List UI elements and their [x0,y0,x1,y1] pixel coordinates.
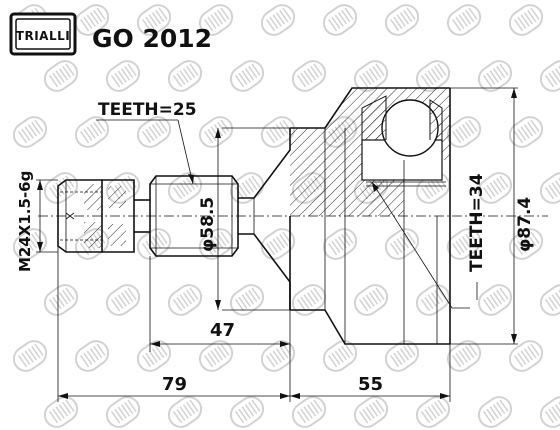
length-79-label: 79 [162,374,187,395]
length-47-label: 47 [210,320,235,341]
brand-logo-text: TRIALLI [16,29,70,43]
length-47-dimension: 47 [149,256,291,352]
cage-and-ball [361,95,446,216]
watermark-logo [318,223,362,265]
watermark-logo [132,223,176,265]
watermark-logo [473,55,517,97]
watermark-logo [225,55,269,97]
watermark-logo [504,0,548,41]
dia-87-4-label: φ87.4 [515,197,535,252]
teeth-34-callout: TEETH=34 [371,173,487,309]
watermark-logo [256,223,300,265]
watermark-logo [473,391,517,430]
watermark-logo [380,0,424,41]
watermark-logo [256,335,300,377]
dia-58-5-label: φ58.5 [198,197,218,252]
watermark-logo [163,279,207,321]
watermark-logo [101,391,145,430]
watermark-logo [287,55,331,97]
watermark-logo [411,279,455,321]
watermark-logo [39,55,83,97]
dia-87-4-dimension: φ87.4 [450,87,535,345]
watermark-logo [225,279,269,321]
teeth-25-callout: TEETH=25 [96,100,197,185]
watermark-logo [194,335,238,377]
teeth-25-label: TEETH=25 [98,100,197,120]
watermark-logo [39,279,83,321]
watermark-logo [8,111,52,153]
thread-label: M24X1.5-6g [16,171,34,272]
watermark-logo [349,279,393,321]
watermark-logo [8,335,52,377]
watermark-logo [39,167,83,209]
splined-shaft [149,175,239,257]
part-number: GO 2012 [92,24,212,53]
watermark-logo [194,111,238,153]
watermark-logo [535,391,560,430]
watermark-logo [39,391,83,430]
shaft-neck [238,128,291,310]
watermark-logo [535,167,560,209]
watermark-logo [380,223,424,265]
watermark-logo [535,55,560,97]
watermark-logo [535,279,560,321]
watermark-logo [411,391,455,430]
watermark-logo [504,111,548,153]
watermark-logo [163,391,207,430]
watermark-logo [101,279,145,321]
length-79-55-dimension: 79 55 [57,246,451,402]
watermark-logo [504,335,548,377]
watermark-logo [318,335,362,377]
watermark-logo [101,55,145,97]
watermark-logo [287,391,331,430]
watermark-logo [132,335,176,377]
watermark-logo [318,0,362,41]
thread-dimension: M24X1.5-6g [16,171,58,272]
threaded-end [57,179,135,253]
watermark-logo [442,0,486,41]
watermark-logo [225,391,269,430]
watermark-logo [380,335,424,377]
watermark-logo [473,279,517,321]
watermark-logo [70,335,114,377]
watermark-logo [163,55,207,97]
length-55-label: 55 [358,374,383,395]
dia-58-5-dimension: φ58.5 [198,127,290,311]
watermark-logo [287,279,331,321]
watermark-logo [349,391,393,430]
teeth-34-label: TEETH=34 [467,173,487,272]
watermark-logo [256,0,300,41]
brand-logo: TRIALLI [9,12,77,56]
